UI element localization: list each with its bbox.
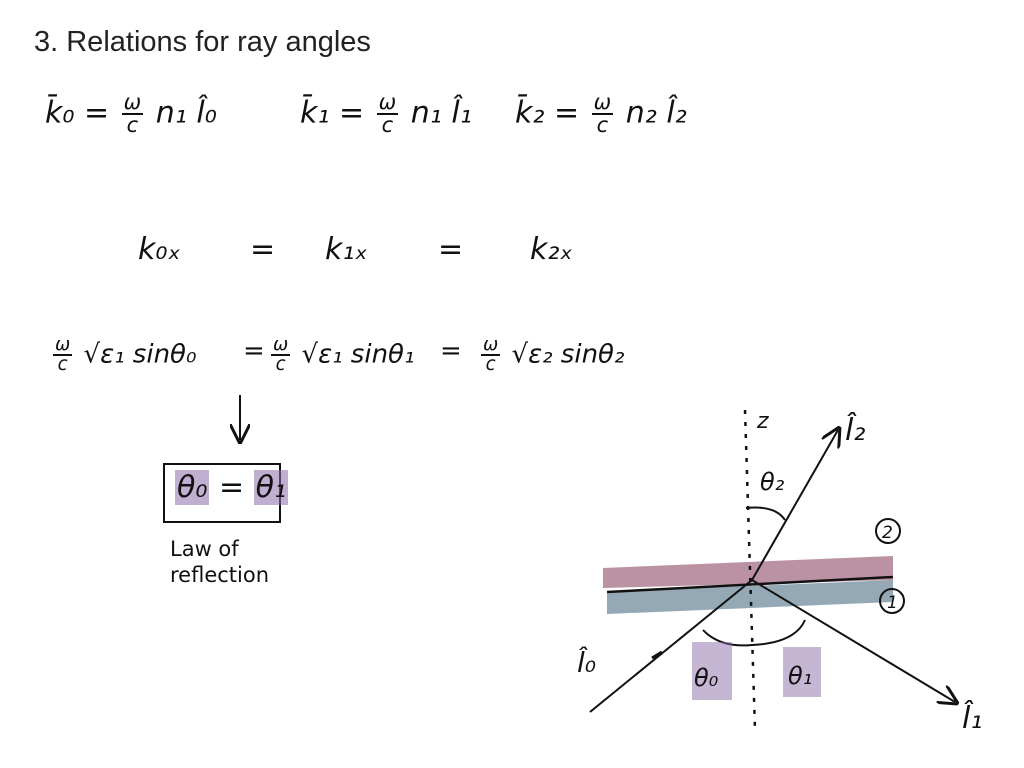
law-line-1: Law of bbox=[170, 537, 239, 561]
law-of-reflection-equation: θ₀ = θ₁ bbox=[175, 470, 289, 505]
theta1: θ₁ bbox=[253, 470, 289, 505]
theta1-label: θ₁ bbox=[788, 662, 812, 690]
interface-line bbox=[606, 575, 894, 594]
lhs: k̄₁ bbox=[300, 95, 330, 131]
equals: = bbox=[440, 336, 462, 366]
theta0-theta1-arc bbox=[702, 619, 806, 647]
incident-ray bbox=[589, 579, 753, 713]
slide-title: 3. Relations for ray angles bbox=[34, 26, 371, 58]
theta2-arc bbox=[745, 506, 786, 521]
equals: = bbox=[553, 95, 580, 131]
k2x: k₂ₓ bbox=[530, 232, 573, 267]
theta0-label: θ₀ bbox=[694, 664, 719, 692]
medium-2-label: 2 bbox=[882, 523, 893, 543]
medium-1-band bbox=[607, 580, 893, 614]
theta1-highlight bbox=[783, 647, 821, 697]
l0-label: l̂₀ bbox=[577, 646, 596, 679]
equals: = bbox=[338, 95, 365, 131]
theta0: θ₀ bbox=[175, 470, 210, 505]
equals: = bbox=[218, 470, 245, 505]
medium-1-label: 1 bbox=[887, 593, 898, 613]
transmitted-ray bbox=[751, 430, 838, 581]
z-label: z bbox=[756, 409, 769, 434]
den: c bbox=[596, 113, 609, 137]
z-axis bbox=[743, 409, 757, 731]
num: ω bbox=[53, 334, 73, 357]
num: ω bbox=[121, 90, 144, 115]
lhs: k̄₂ bbox=[515, 95, 545, 131]
equals: = bbox=[243, 336, 265, 366]
rhs: n₁ l̂₀ bbox=[155, 95, 217, 131]
l2-label: l̂₂ bbox=[845, 412, 865, 448]
den: c bbox=[126, 113, 139, 137]
num: ω bbox=[591, 90, 614, 115]
num: ω bbox=[376, 90, 399, 115]
den: c bbox=[275, 354, 286, 376]
term: √ε₂ sinθ₂ bbox=[511, 339, 625, 370]
k1x: k₁ₓ bbox=[325, 232, 368, 267]
medium-2-marker bbox=[875, 518, 901, 544]
den: c bbox=[57, 354, 68, 376]
equals: = bbox=[438, 232, 464, 267]
term: √ε₁ sinθ₁ bbox=[301, 339, 415, 370]
theta2-label: θ₂ bbox=[760, 468, 785, 496]
den: c bbox=[381, 113, 394, 137]
incident-arrow-icon bbox=[651, 650, 663, 660]
rhs: n₁ l̂₁ bbox=[410, 95, 472, 131]
medium-1-marker bbox=[879, 588, 905, 614]
rhs: n₂ l̂₂ bbox=[625, 95, 687, 131]
law-of-reflection-label: Law of reflection bbox=[170, 536, 269, 588]
lhs: k̄₀ bbox=[45, 95, 75, 131]
k0x: k₀ₓ bbox=[138, 232, 181, 267]
l1-label: l̂₁ bbox=[962, 700, 982, 736]
term: √ε₁ sinθ₀ bbox=[83, 339, 197, 370]
equals: = bbox=[83, 95, 110, 131]
den: c bbox=[485, 354, 496, 376]
theta0-highlight bbox=[692, 642, 732, 700]
equals: = bbox=[250, 232, 276, 267]
num: ω bbox=[481, 334, 501, 357]
reflected-ray bbox=[751, 579, 955, 702]
law-line-2: reflection bbox=[170, 563, 270, 587]
num: ω bbox=[271, 334, 291, 357]
